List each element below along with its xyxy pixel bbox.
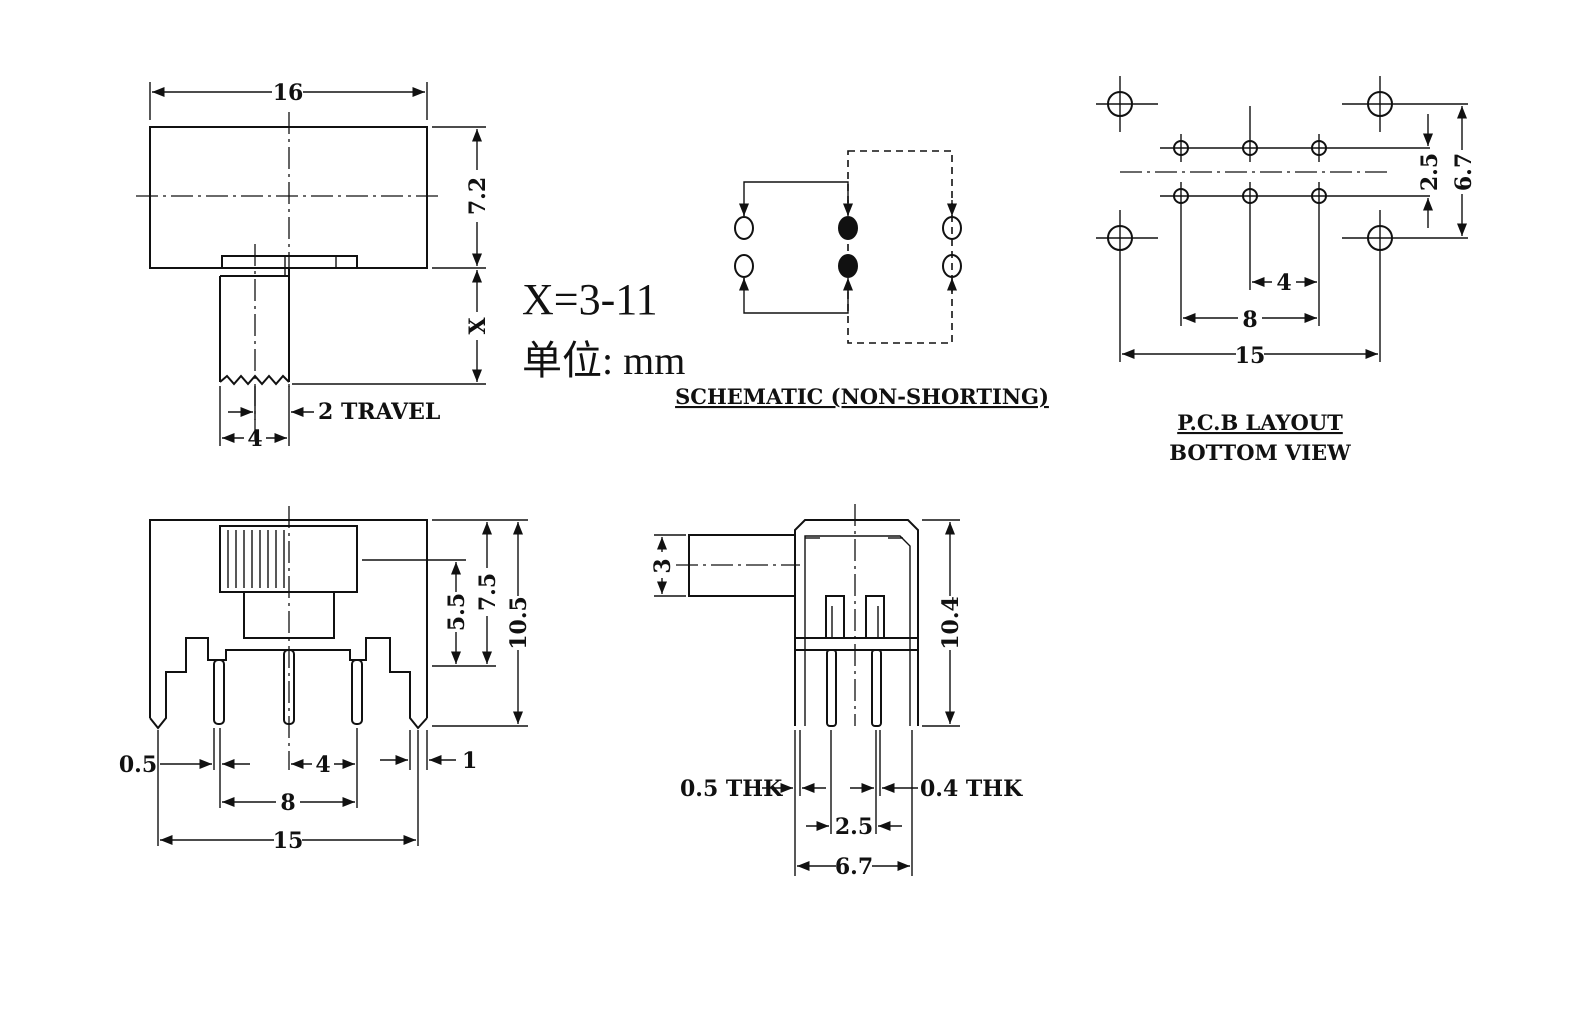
travel-label: 2 TRAVEL xyxy=(318,399,440,425)
pcb-layout: 2.5 6.7 4 8 15 P.C.B LAYOUT BOTTOM VIEW xyxy=(1096,76,1477,465)
front-height-a-label: 5.5 xyxy=(444,593,470,631)
terminal-open xyxy=(942,254,962,278)
pcb-caption-2: BOTTOM VIEW xyxy=(1169,440,1351,465)
pin xyxy=(213,659,225,725)
pin-hole xyxy=(1311,134,1327,162)
side-view: 3 10.4 0.5 THK 0.4 THK 2.5 6.7 xyxy=(650,504,1023,880)
front-pin-span-label: 8 xyxy=(280,790,295,816)
side-actuator-label: 3 xyxy=(650,558,676,573)
pcb-mount-span-label: 15 xyxy=(1235,343,1266,369)
mount-hole xyxy=(1096,210,1158,362)
top-stroke-label: X xyxy=(465,317,491,335)
pcb-pin-span-label: 8 xyxy=(1242,307,1257,333)
pin-hole xyxy=(1173,182,1189,326)
pcb-pin-pitch-label: 4 xyxy=(1276,270,1291,296)
side-row-pitch-label: 2.5 xyxy=(835,814,873,840)
front-height-b-label: 7.5 xyxy=(475,573,501,611)
pin xyxy=(351,659,363,725)
front-view: 0.5 4 1 8 15 5.5 7.5 10.5 xyxy=(119,506,532,854)
top-view: 16 7.2 X 2 TRAVEL 4 xyxy=(136,80,491,452)
pin-hole xyxy=(1311,182,1327,326)
pcb-row-pitch-label: 2.5 xyxy=(1417,153,1443,191)
mount-hole xyxy=(1342,210,1468,362)
side-outer-width-label: 6.7 xyxy=(835,854,873,880)
mount-hole xyxy=(1342,76,1468,132)
pin-hole xyxy=(1242,182,1258,290)
pin-hole xyxy=(1173,134,1189,162)
schematic: SCHEMATIC (NON-SHORTING) xyxy=(675,150,1049,409)
front-pin-width-label: 0.5 xyxy=(119,752,157,778)
pin-hole xyxy=(1242,106,1258,162)
schematic-caption: SCHEMATIC (NON-SHORTING) xyxy=(675,384,1049,409)
unit-note: 单位: mm xyxy=(522,338,685,383)
front-pin-pitch-label: 4 xyxy=(315,752,330,778)
pcb-outer-pitch-label: 6.7 xyxy=(1451,153,1477,191)
mount-hole xyxy=(1096,76,1158,132)
terminal-open xyxy=(734,216,754,240)
terminal-open xyxy=(734,254,754,278)
top-width-label: 16 xyxy=(273,80,304,106)
actuator-width-label: 4 xyxy=(247,426,262,452)
front-tab-width-label: 1 xyxy=(462,748,477,774)
terminal-common xyxy=(838,216,858,240)
pcb-caption-1: P.C.B LAYOUT xyxy=(1177,410,1343,435)
front-height-c-label: 10.5 xyxy=(506,596,532,650)
x-range-note: X=3-11 xyxy=(522,275,658,324)
front-mount-span-label: 15 xyxy=(273,828,304,854)
side-thk-right-label: 0.4 THK xyxy=(920,776,1023,802)
terminal-open xyxy=(942,216,962,240)
pin xyxy=(871,649,882,727)
terminal-common xyxy=(838,254,858,278)
side-thk-left-label: 0.5 THK xyxy=(680,776,783,802)
pin xyxy=(283,649,295,725)
top-height-label: 7.2 xyxy=(465,177,491,215)
side-height-label: 10.4 xyxy=(938,596,964,650)
pin xyxy=(826,649,837,727)
